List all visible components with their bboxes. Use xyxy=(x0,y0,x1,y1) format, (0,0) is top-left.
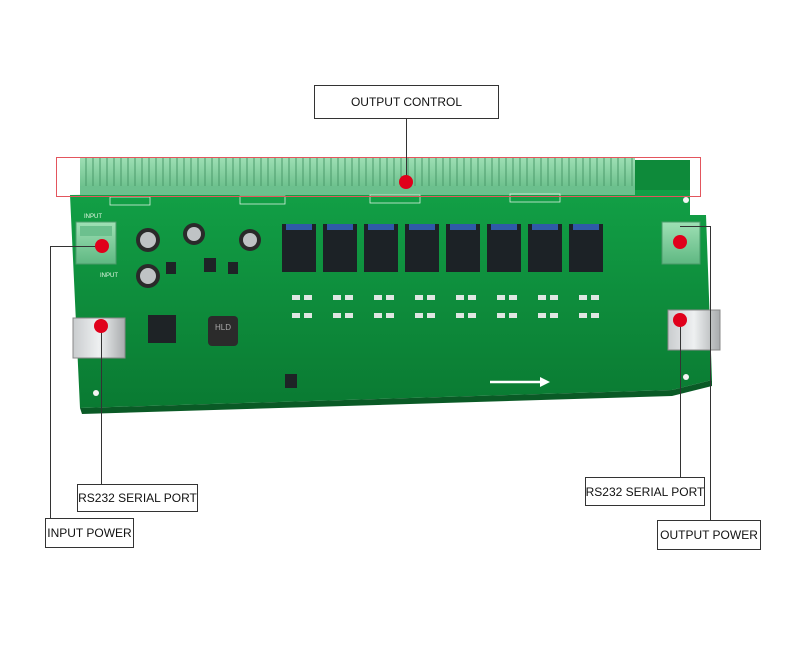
smd-part xyxy=(374,313,382,318)
smd-part xyxy=(509,313,517,318)
silk-input-top-label: INPUT xyxy=(84,214,102,220)
relay-bank xyxy=(282,224,603,272)
smd-part xyxy=(538,295,546,300)
mounting-holes xyxy=(93,197,689,396)
smd-components xyxy=(292,295,599,318)
smd-part xyxy=(333,295,341,300)
smd-part xyxy=(415,313,423,318)
capacitors xyxy=(136,223,261,288)
smd-part xyxy=(509,295,517,300)
smd-part xyxy=(345,313,353,318)
chip-marking: HLD xyxy=(215,323,231,332)
smd-part xyxy=(374,295,382,300)
input-power-leader-h xyxy=(50,246,102,247)
input-power-marker xyxy=(95,239,109,253)
relay-top xyxy=(409,224,435,230)
smd-part xyxy=(550,313,558,318)
main-chip: HLD xyxy=(208,316,238,346)
smd-part xyxy=(550,295,558,300)
relay xyxy=(487,224,521,272)
smd-part xyxy=(468,295,476,300)
relay-top xyxy=(368,224,394,230)
smd-part xyxy=(538,313,546,318)
input-power-leader-v xyxy=(50,246,51,518)
relay-top xyxy=(573,224,599,230)
smd-part xyxy=(591,295,599,300)
smd-part xyxy=(579,295,587,300)
relay xyxy=(323,224,357,272)
smd-part xyxy=(427,295,435,300)
rs232-left-label: RS232 SERIAL PORT xyxy=(77,484,198,512)
relay xyxy=(528,224,562,272)
smd-part xyxy=(386,295,394,300)
smd-part xyxy=(427,313,435,318)
rs232-left-leader-v xyxy=(101,326,102,484)
smd-part xyxy=(386,313,394,318)
smd-part xyxy=(304,295,312,300)
relay-top xyxy=(491,224,517,230)
output-power-marker xyxy=(673,235,687,249)
jumper-row xyxy=(109,193,561,206)
smd-part xyxy=(591,313,599,318)
rs232-left-marker xyxy=(94,319,108,333)
smd-part xyxy=(579,313,587,318)
output-terminal-blocks xyxy=(80,157,690,195)
relay xyxy=(569,224,603,272)
relay xyxy=(364,224,398,272)
direction-arrow xyxy=(490,377,550,387)
smd-part xyxy=(497,295,505,300)
ic-chips xyxy=(148,258,297,388)
output-control-highlight xyxy=(56,157,701,197)
relay-top xyxy=(286,224,312,230)
relay-top xyxy=(327,224,353,230)
smd-part xyxy=(304,313,312,318)
smd-part xyxy=(345,295,353,300)
output-power-label: OUTPUT POWER xyxy=(657,520,761,550)
smd-part xyxy=(456,313,464,318)
rs232-right-marker xyxy=(673,313,687,327)
smd-part xyxy=(415,295,423,300)
rs232-right-label: RS232 SERIAL PORT xyxy=(585,477,705,506)
relay-top xyxy=(450,224,476,230)
relay xyxy=(446,224,480,272)
relay-top xyxy=(532,224,558,230)
output-control-leader xyxy=(406,118,407,182)
silk-input-label: INPUT xyxy=(100,273,118,279)
smd-part xyxy=(497,313,505,318)
smd-part xyxy=(456,295,464,300)
smd-part xyxy=(292,313,300,318)
smd-part xyxy=(333,313,341,318)
pcb-board xyxy=(70,188,712,414)
smd-part xyxy=(468,313,476,318)
output-control-marker xyxy=(399,175,413,189)
relay xyxy=(282,224,316,272)
relay xyxy=(405,224,439,272)
output-control-label: OUTPUT CONTROL xyxy=(314,85,499,119)
output-power-leader-v xyxy=(710,226,711,520)
output-power-leader-h xyxy=(680,226,711,227)
smd-part xyxy=(292,295,300,300)
input-power-label: INPUT POWER xyxy=(45,518,134,548)
rs232-right-leader-v xyxy=(680,320,681,477)
